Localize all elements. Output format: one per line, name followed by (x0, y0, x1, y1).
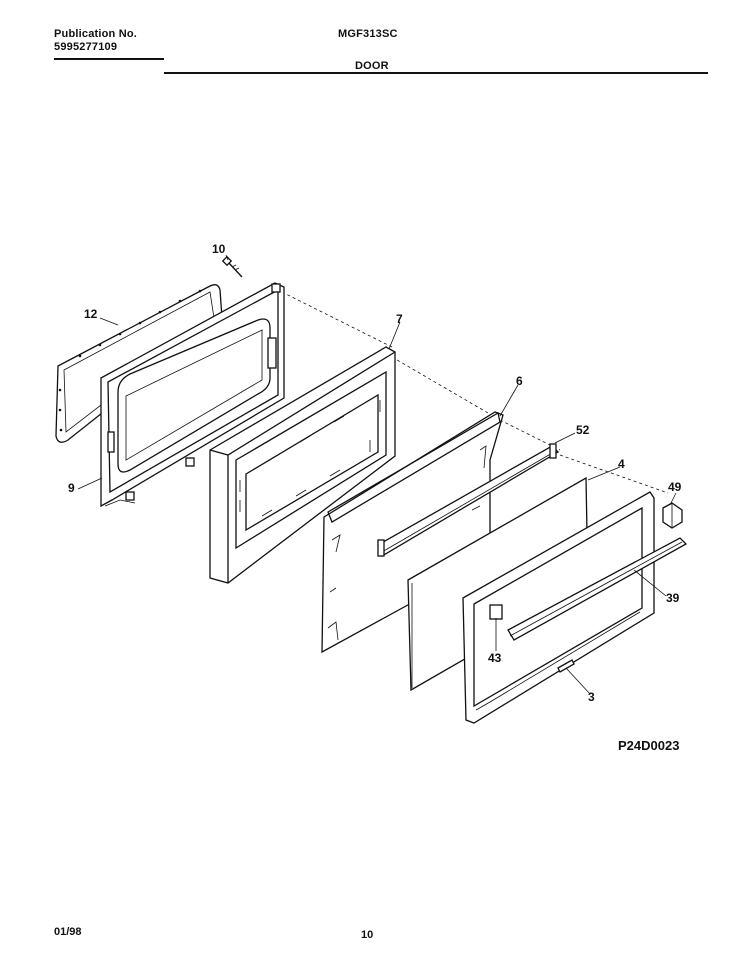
footer-date: 01/98 (54, 926, 82, 938)
callout-4: 4 (618, 457, 625, 471)
callout-7: 7 (396, 312, 403, 326)
part-9-inner-door (100, 282, 285, 508)
part-52-channel (377, 443, 560, 557)
callout-9: 9 (68, 481, 75, 495)
part-10-screw (221, 255, 243, 278)
drawing-code: P24D0023 (618, 738, 679, 753)
section-title: DOOR (355, 60, 389, 72)
publication-label: Publication No. (54, 28, 138, 40)
publication-number: 5995277109 (54, 41, 118, 53)
part-49-clip (662, 502, 683, 529)
callout-49: 49 (668, 480, 682, 494)
callout-39: 39 (666, 591, 680, 605)
callout-3: 3 (588, 690, 595, 704)
header-rule-left (54, 58, 164, 60)
header-rule (164, 72, 708, 74)
callout-10: 10 (212, 242, 226, 256)
leader-lines (77, 254, 677, 695)
callout-12: 12 (84, 307, 98, 321)
part-front-frame (462, 491, 688, 724)
callout-52: 52 (576, 423, 590, 437)
callout-43: 43 (488, 651, 502, 665)
model-number: MGF313SC (338, 28, 398, 40)
callout-6: 6 (516, 374, 523, 388)
page-number: 10 (361, 929, 374, 941)
part-7-outer-door (209, 346, 396, 584)
